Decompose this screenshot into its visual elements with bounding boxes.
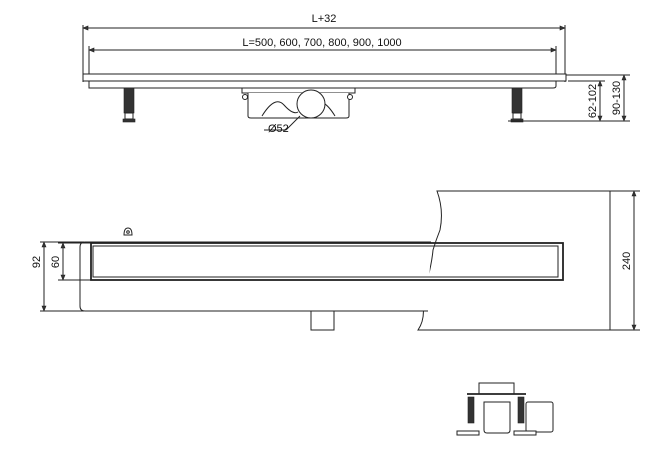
channel-rim [82,73,567,82]
adjustable-leg-right [510,87,524,123]
wall-depth-label: 240 [621,252,633,270]
wall-section [417,190,611,331]
end-view [456,382,554,436]
top-view: 240 92 60 [31,190,640,331]
total-height-label: 90-130 [611,81,623,115]
outer-width-label: 92 [31,256,43,268]
side-view: L+32 L=500, 600, 700, 800, 900, 1000 [82,13,630,135]
channel-body [88,80,557,89]
outlet-pipe [296,89,326,119]
siphon [241,87,356,119]
overall-length-label: L+32 [312,13,337,25]
grate-width-label: 60 [50,256,62,268]
channel-height-label: 62-102 [587,84,599,118]
adjustable-leg-left [122,87,136,123]
end-view-pipe [525,401,554,433]
grate [90,242,564,281]
length-options-label: L=500, 600, 700, 800, 900, 1000 [242,37,401,49]
pipe-diameter-label: Ø52 [268,123,289,135]
outlet-stub [310,310,335,331]
